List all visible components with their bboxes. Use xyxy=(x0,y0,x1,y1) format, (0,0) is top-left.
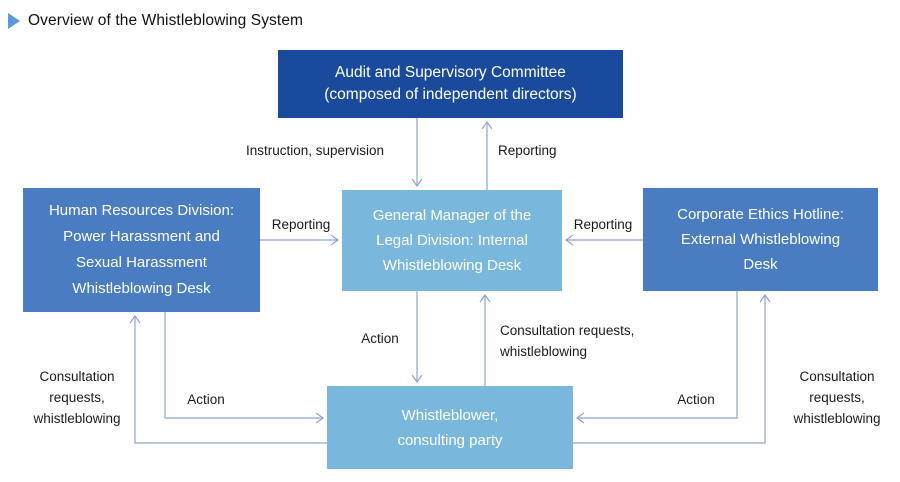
node-internal-whistleblowing-desk: General Manager of the Legal Division: I… xyxy=(342,190,562,291)
arrow-action-right xyxy=(575,291,738,424)
label-reporting-left: Reporting xyxy=(271,217,331,232)
node-audit-committee: Audit and Supervisory Committee (compose… xyxy=(278,50,623,118)
arrow-consultation-right xyxy=(573,293,771,444)
arrow-consultation-left xyxy=(129,314,327,444)
node-external-whistleblowing-desk: Corporate Ethics Hotline: External Whist… xyxy=(643,188,878,291)
label-instruction-supervision: Instruction, supervision xyxy=(245,143,385,158)
label-reporting-top: Reporting xyxy=(498,143,557,158)
arrow-action-left xyxy=(164,312,325,424)
node-whistleblower: Whistleblower, consulting party xyxy=(327,386,573,469)
node-human-resources-desk: Human Resources Division: Power Harassme… xyxy=(23,188,260,312)
label-action-left: Action xyxy=(187,392,225,407)
label-consultation-mid: Consultation requests, whistleblowing xyxy=(500,323,635,359)
label-action-right: Action xyxy=(677,392,715,407)
title-triangle-icon xyxy=(8,13,20,29)
label-reporting-right: Reporting xyxy=(573,217,633,232)
label-consultation-right: Consultation requests, whistleblowing xyxy=(793,369,881,426)
page-title: Overview of the Whistleblowing System xyxy=(8,12,303,30)
label-action-mid: Action xyxy=(361,331,399,346)
label-consultation-left: Consultation requests, whistleblowing xyxy=(33,369,121,426)
page-title-text: Overview of the Whistleblowing System xyxy=(28,12,304,29)
